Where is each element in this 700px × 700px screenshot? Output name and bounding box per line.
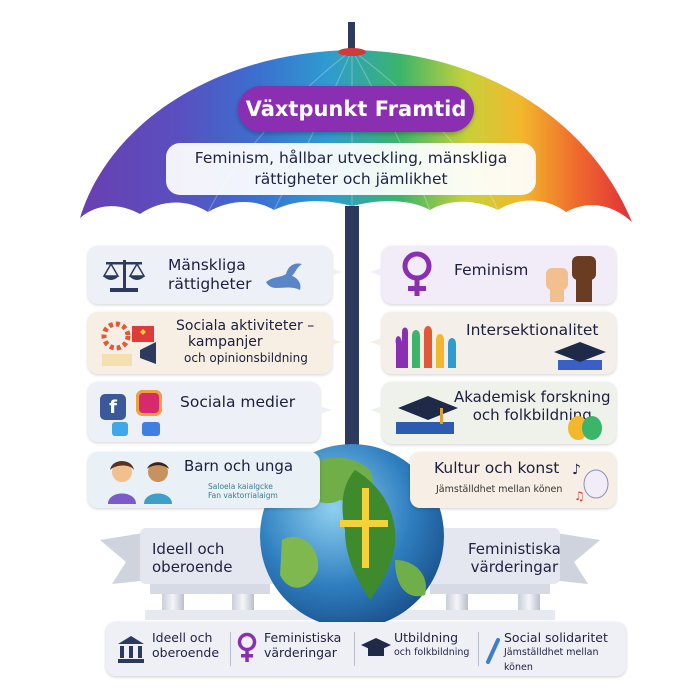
bottom-item-1-line2: oberoende	[152, 645, 220, 660]
children-icon	[108, 461, 172, 504]
bottom-item-2-line1: Feministiska	[264, 630, 342, 645]
card-connector	[330, 268, 342, 276]
facebook-icon: f	[100, 394, 126, 420]
raised-fists-icon	[546, 256, 596, 302]
card-social-media: f Sociala medier	[88, 382, 320, 442]
graduation-cap-icon	[396, 396, 458, 434]
bottom-item-4-line1: Social solidaritet	[504, 630, 608, 645]
card-connector	[370, 406, 382, 414]
banner-right-line1: Feministiska	[468, 540, 561, 558]
umbrella-canopy	[80, 50, 632, 222]
divider	[354, 632, 355, 666]
instagram-icon	[136, 390, 162, 416]
twitter-icon	[112, 422, 128, 436]
building-icon	[118, 636, 144, 663]
divider	[230, 632, 231, 666]
page-title: Växtpunkt Framtid	[238, 86, 474, 132]
card-human-rights-line2: rättigheter	[168, 275, 252, 293]
card-human-rights: Mänskliga rättigheter	[88, 246, 332, 304]
bottom-item-4-line2: Jämställdhet mellan könen	[504, 647, 599, 673]
graduation-cap-icon	[361, 638, 391, 656]
divider	[478, 632, 479, 666]
card-social-activities-line1: Sociala aktiviteter –	[176, 318, 315, 334]
umbrella-pole	[345, 206, 359, 456]
scales-icon	[102, 260, 146, 292]
megaphone-icon	[101, 321, 156, 366]
bottom-values-bar: Ideell och oberoende Feministiska värder…	[106, 622, 626, 676]
dove-icon	[266, 263, 302, 290]
theater-masks-icon: ♪ ♫	[572, 462, 609, 503]
bottom-item-2-line2: värderingar	[264, 645, 337, 660]
subtitle: Feminism, hållbar utveckling, mänskliga …	[166, 143, 536, 195]
card-connector	[370, 338, 382, 346]
card-academic-research-line1: Akademisk forskning	[454, 388, 611, 406]
card-intersectionality: Intersektionalitet	[382, 312, 616, 374]
venus-icon	[237, 632, 257, 662]
card-social-activities-line2: kampanjer	[188, 334, 263, 350]
card-social-media-label: Sociala medier	[180, 393, 296, 411]
subtitle-line-1: Feminism, hållbar utveckling, mänskliga	[194, 149, 508, 167]
venus-icon	[402, 251, 432, 296]
card-social-activities: Sociala aktiviteter – kampanjer och opin…	[88, 312, 332, 374]
banner-right-line2: värderingar	[470, 558, 559, 576]
banner-left-line2: oberoende	[152, 558, 233, 576]
card-academic-research: Akademisk forskning och folkbildning	[382, 382, 616, 444]
video-icon	[142, 422, 160, 436]
card-culture-art: Kultur och konst Jämställdhet mellan kön…	[410, 452, 616, 508]
card-children-youth-label: Barn och unga	[184, 457, 294, 475]
raised-hands-icon	[395, 326, 456, 368]
card-connector	[330, 338, 342, 346]
theater-masks-icon	[568, 416, 602, 440]
card-intersectionality-label: Intersektionalitet	[466, 321, 599, 339]
card-children-youth: Barn och unga Saloela kaialgcke Fan vakt…	[88, 452, 320, 508]
bottom-item-3-line1: Utbildning	[394, 630, 459, 645]
card-connector	[370, 268, 382, 276]
card-feminism-label: Feminism	[454, 261, 529, 279]
banner-left-line1: Ideell och	[152, 540, 225, 558]
card-academic-research-line2: och folkbildning	[472, 406, 592, 424]
bottom-item-1-line1: Ideell och	[152, 630, 213, 645]
card-culture-art-label: Kultur och konst	[434, 459, 560, 477]
card-children-youth-sub2: Fan vaktorrialaigm	[208, 491, 278, 500]
graduation-cap-icon	[554, 342, 606, 370]
ribbon-icon	[486, 638, 500, 664]
card-feminism: Feminism	[382, 246, 616, 304]
bottom-item-3-line2: och folkbildning	[394, 647, 470, 658]
card-children-youth-sub1: Saloela kaialgcke	[208, 482, 273, 491]
banner-right-label: Feministiska värderingar	[468, 540, 561, 576]
svg-text:♫: ♫	[574, 489, 585, 503]
card-human-rights-line1: Mänskliga	[168, 256, 246, 274]
card-social-activities-line3: och opinionsbildning	[184, 351, 308, 365]
subtitle-line-2: rättigheter och jämlikhet	[254, 170, 448, 188]
svg-text:♪: ♪	[572, 462, 581, 478]
card-connector	[318, 406, 332, 414]
banner-left-label: Ideell och oberoende	[152, 540, 232, 576]
card-culture-art-sub: Jämställdhet mellan könen	[436, 484, 563, 495]
